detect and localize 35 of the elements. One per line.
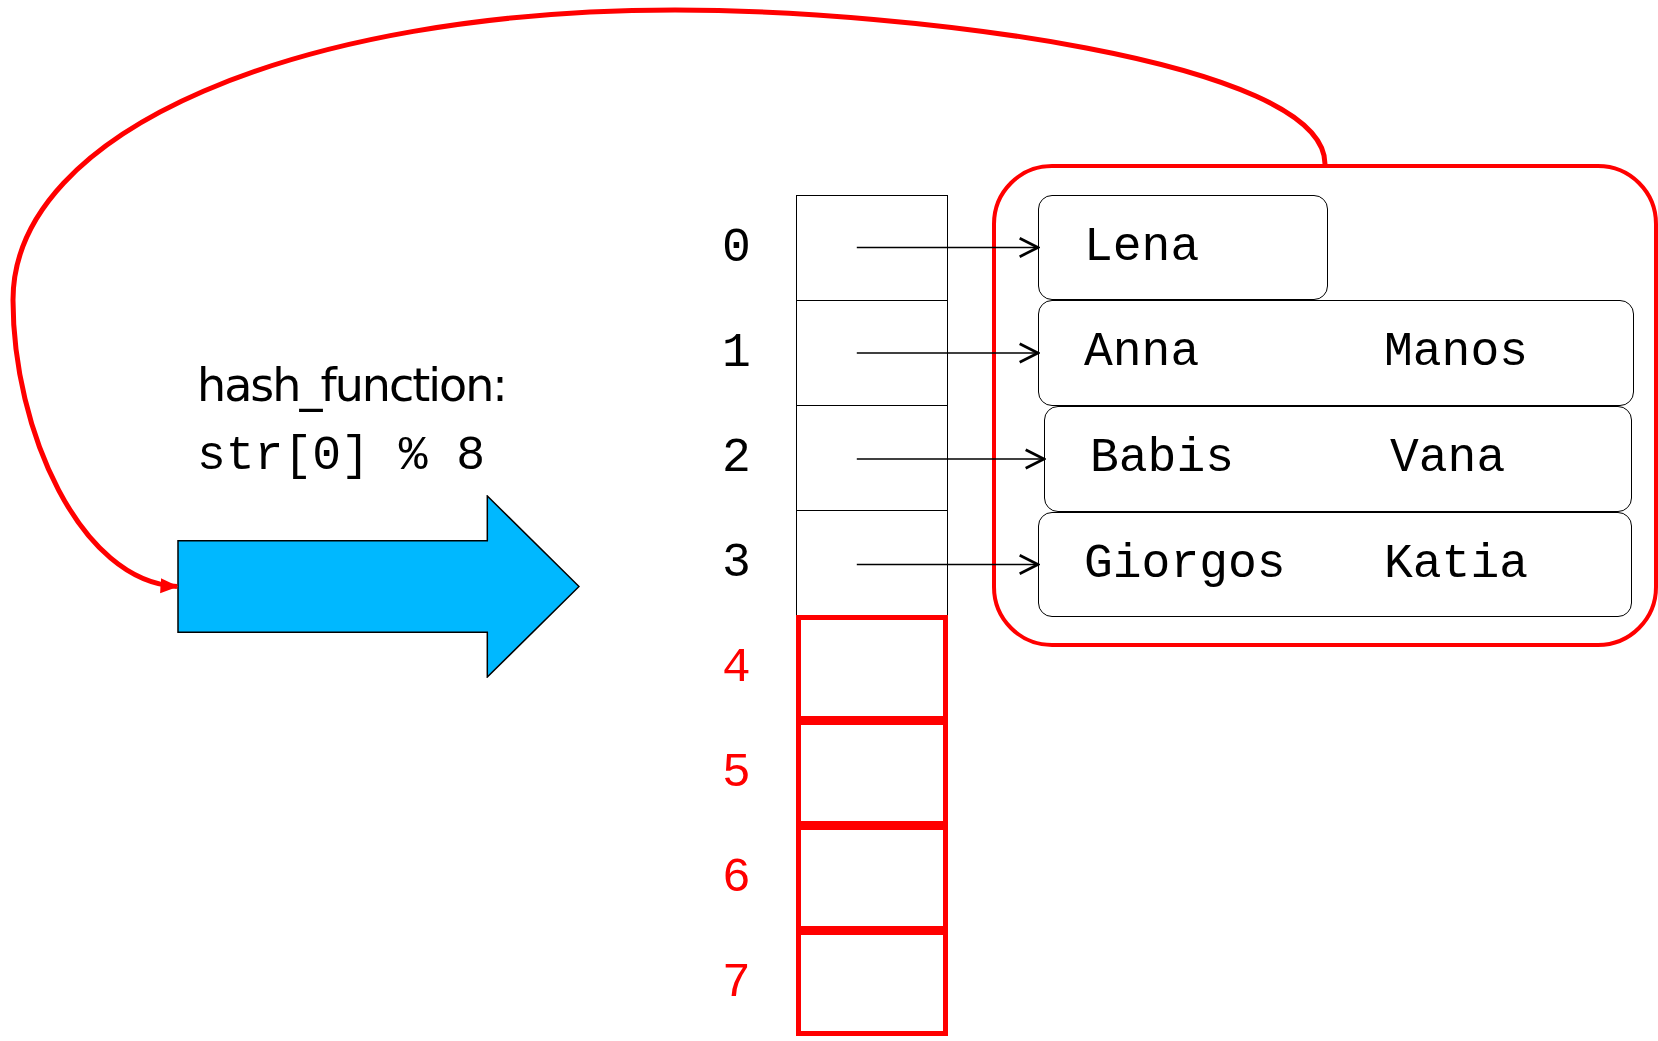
name-text: Katia	[1384, 539, 1529, 588]
table-cell	[796, 300, 948, 406]
table-cell	[796, 405, 948, 511]
name-text: Babis	[1090, 434, 1235, 482]
curved-arrow	[10, 7, 1328, 591]
table-cell	[796, 195, 948, 301]
arrow	[856, 553, 1040, 576]
table-cell	[796, 720, 948, 826]
index-number: 1	[722, 329, 751, 377]
list-node-box	[1038, 512, 1632, 617]
list-node-box	[1044, 406, 1632, 512]
name-text: Manos	[1384, 328, 1529, 376]
index-number: 0	[722, 224, 751, 272]
arrow	[856, 448, 1046, 470]
index-number: 2	[722, 434, 751, 482]
name-text: Anna	[1084, 328, 1200, 376]
arrow	[856, 236, 1040, 259]
table-cell	[796, 825, 948, 931]
index-number: 3	[722, 539, 751, 587]
index-number: 6	[722, 854, 751, 902]
name-text: Vana	[1390, 434, 1506, 482]
table-cell	[796, 615, 948, 721]
index-number: 7	[722, 959, 751, 1007]
arrow	[856, 342, 1040, 364]
name-text: Lena	[1084, 222, 1200, 271]
index-number: 5	[722, 749, 751, 797]
list-node-box	[1038, 300, 1634, 406]
block-arrow	[177, 495, 580, 678]
group-frame	[992, 164, 1658, 647]
index-number: 4	[722, 644, 751, 692]
table-cell	[796, 510, 948, 616]
formula-text: str[0] % 8	[197, 432, 486, 480]
table-cell	[796, 930, 948, 1036]
name-text: Giorgos	[1084, 539, 1286, 588]
list-node-box	[1038, 195, 1328, 300]
